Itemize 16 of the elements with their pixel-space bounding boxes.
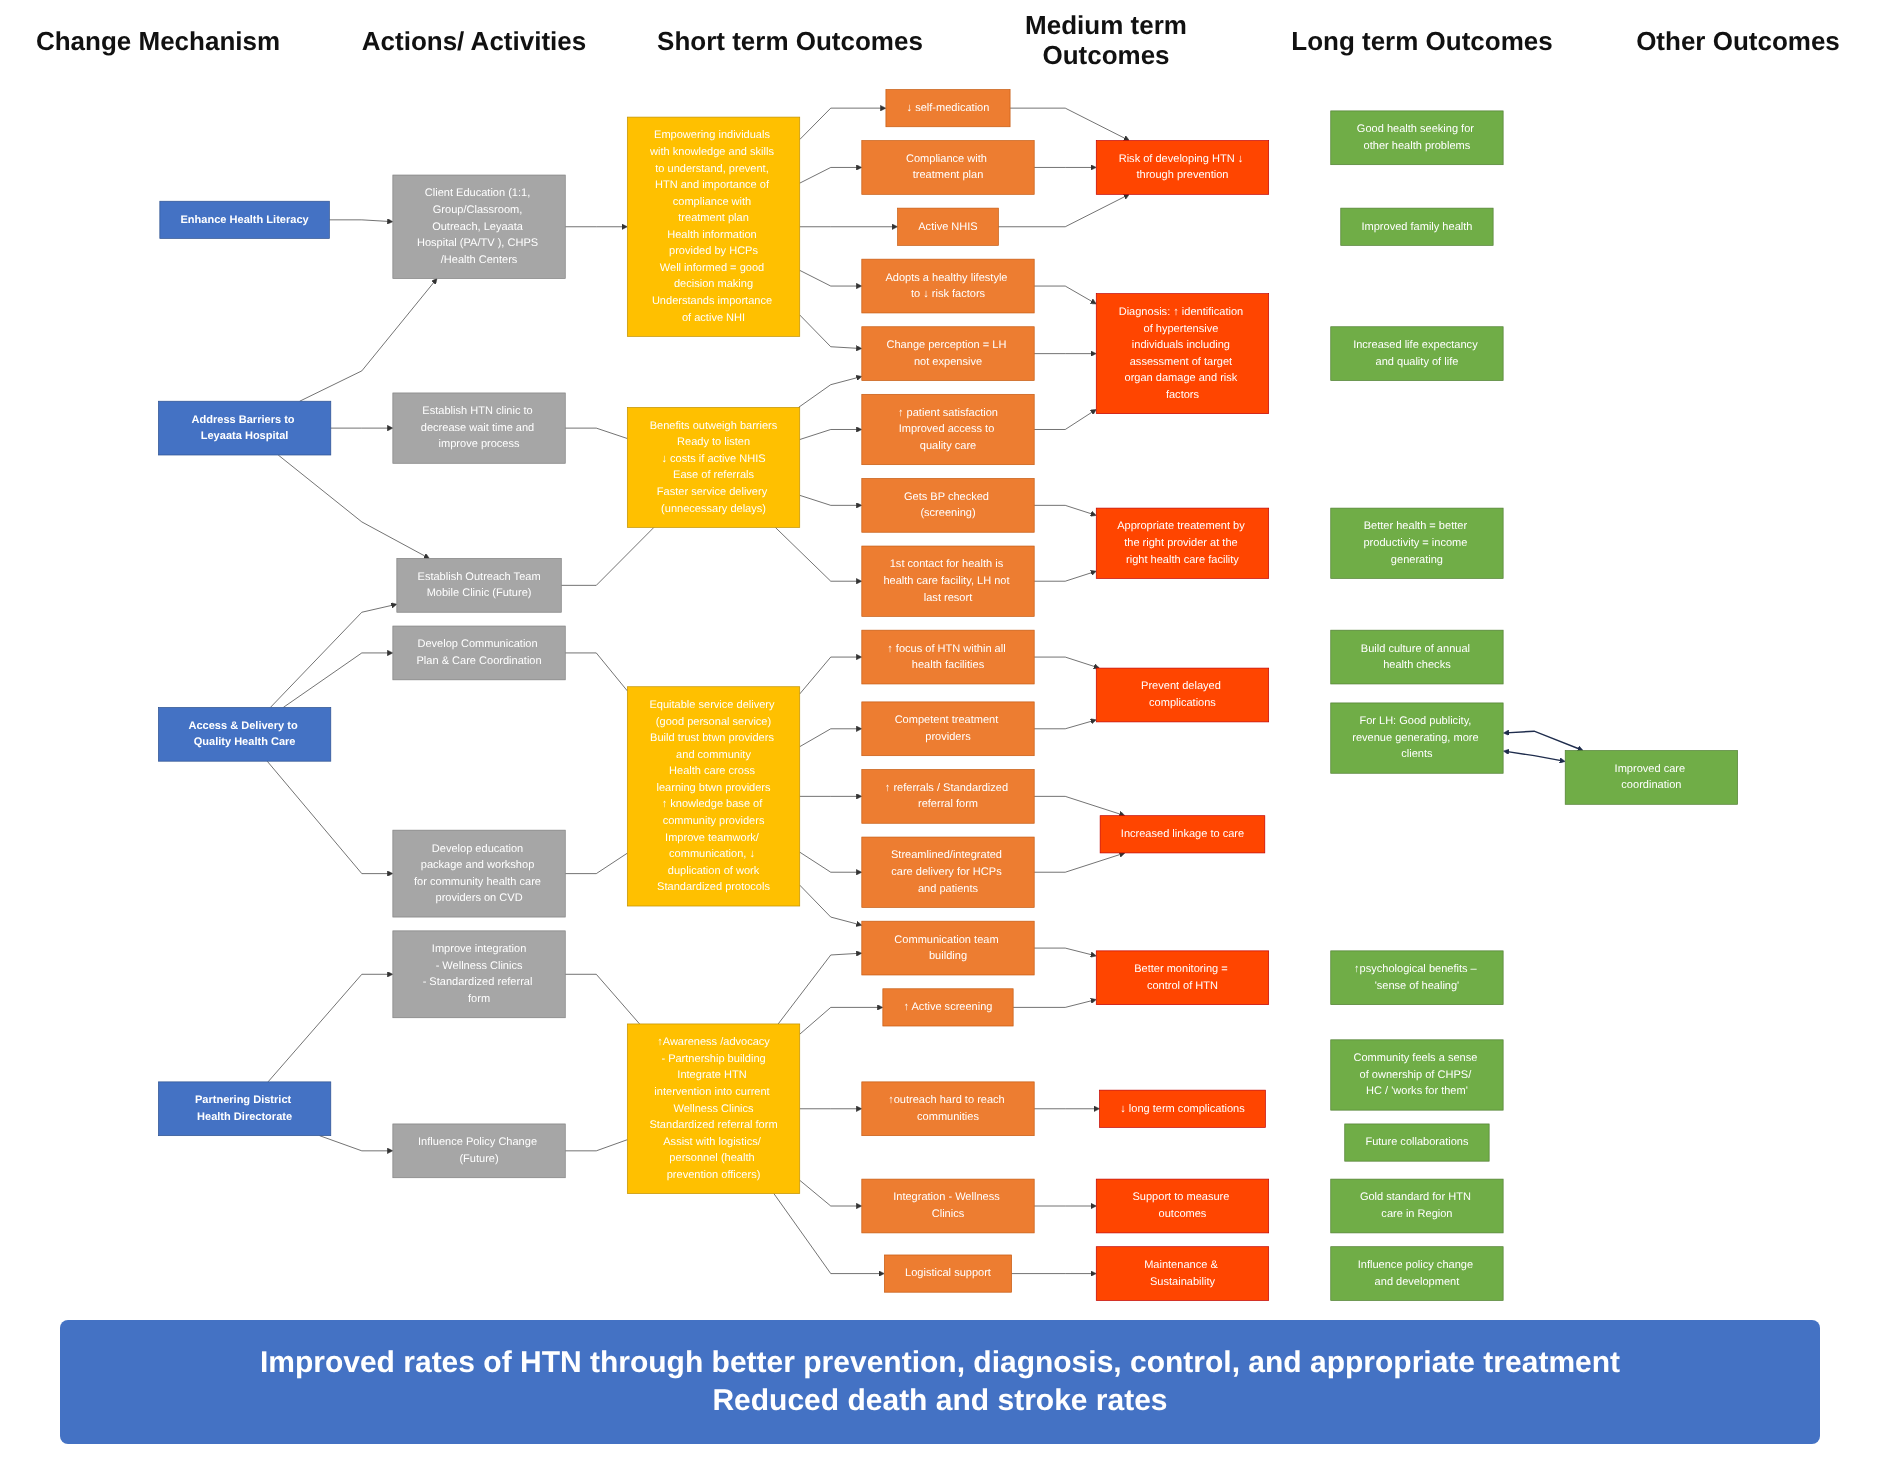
connector	[564, 652, 628, 692]
column-heading: Medium term Outcomes	[1023, 10, 1189, 70]
connector	[564, 973, 640, 1025]
column-heading: Short term Outcomes	[655, 25, 925, 55]
column-heading: Change Mechanism	[33, 25, 283, 55]
column-heading: Long term Outcomes	[1289, 25, 1555, 55]
arrow	[1503, 748, 1566, 764]
connector	[564, 852, 628, 874]
connector	[564, 427, 628, 439]
connector	[564, 1139, 628, 1152]
connector	[560, 527, 655, 586]
banner-text: Improved rates of HTN through better prevention, diagnosis, control, and appropriate treatment	[259, 1346, 1621, 1380]
column-heading: Actions/ Activities	[359, 25, 589, 55]
banner-text: Reduced death and stroke rates	[712, 1384, 1168, 1418]
arrow	[1503, 729, 1584, 752]
column-heading: Other Outcomes	[1634, 25, 1842, 55]
